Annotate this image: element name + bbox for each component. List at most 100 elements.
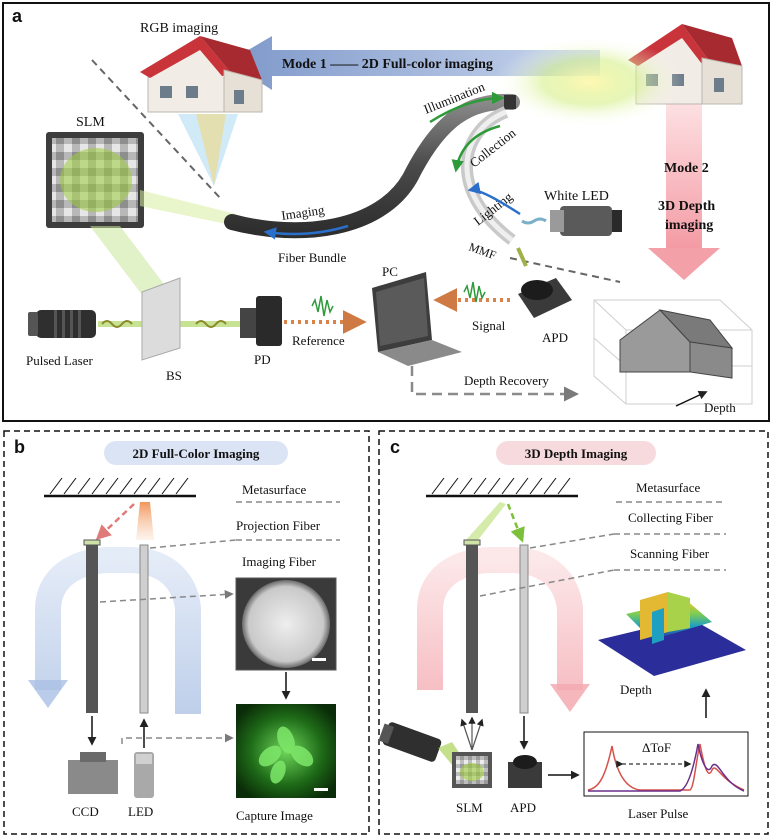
pulsed-laser-label: Pulsed Laser <box>26 353 93 368</box>
mmf-fiber-core <box>464 109 514 242</box>
slm-fan-arrows <box>460 716 484 751</box>
depth-axis-label: Depth <box>704 400 736 415</box>
capture-image-label: Capture Image <box>236 808 313 823</box>
collecting-fiber-leader <box>529 533 615 549</box>
scanning-fiber-c <box>466 545 478 713</box>
pd-device <box>240 296 282 346</box>
led-label: LED <box>128 804 153 819</box>
metasurface-b-label: Metasurface <box>242 482 306 497</box>
scanning-fiber-label: Scanning Fiber <box>630 546 710 561</box>
metasurface-tip-b <box>83 539 101 546</box>
slm-to-bs-beam <box>90 226 176 300</box>
scale-bar-1 <box>312 658 326 661</box>
slm-label: SLM <box>76 115 105 130</box>
slm-device-c <box>452 752 492 788</box>
signal-label: Signal <box>472 318 506 333</box>
panel-c-title-pill <box>496 441 656 465</box>
bs-label: BS <box>166 368 182 383</box>
scanning-fiber-leader <box>479 569 615 597</box>
blue-u-arrowhead <box>28 680 68 708</box>
laser-wave-1 <box>101 320 133 328</box>
green-collect-beam <box>506 503 525 543</box>
white-led-device <box>550 206 622 236</box>
fiber-face-disc <box>242 580 330 668</box>
mode2-label-2: 3D Depth <box>658 199 715 214</box>
depth-map-label: Depth <box>620 682 652 697</box>
imaging-fiber-label: Imaging Fiber <box>242 554 317 569</box>
dashed-guide-left <box>91 59 223 201</box>
pink-u-arrow <box>417 547 583 690</box>
metasurface-c-label: Metasurface <box>636 480 700 495</box>
metasurface-b-hatch <box>49 477 189 495</box>
fiber-bundle-tip <box>504 95 516 109</box>
fiber-bundle <box>224 93 520 239</box>
pulsed-laser-device <box>28 310 96 338</box>
slm-to-bundle-beam <box>140 190 236 226</box>
illumination-glow <box>495 37 685 127</box>
lighting-arrow <box>467 181 521 216</box>
metasurface-c-hatch <box>431 477 571 495</box>
pulse-signal-curve <box>588 743 745 792</box>
depth-recovery-arrow <box>410 366 579 402</box>
apd-label: APD <box>542 330 568 345</box>
imaging-fiber-arrow <box>99 589 234 603</box>
panel-c-letter: c <box>390 437 400 457</box>
illumination-arrow <box>429 91 505 124</box>
blue-u-arrow <box>35 547 201 714</box>
slm-c-label: SLM <box>456 800 483 815</box>
apd-device-c <box>508 755 542 788</box>
orange-projection-beam <box>136 502 154 540</box>
imaging-fiber-b <box>86 545 98 713</box>
led-light-wave <box>521 217 547 225</box>
laser-pulse-label: Laser Pulse <box>628 806 689 821</box>
delta-tof-label: ΔToF <box>642 740 671 755</box>
green-scan-beam <box>466 502 506 540</box>
laser-wave-2 <box>195 320 227 328</box>
ccd-label: CCD <box>72 804 99 819</box>
led-device <box>134 752 154 798</box>
reference-pulse-icon <box>311 295 334 317</box>
capture-image-leaves <box>258 726 314 784</box>
ccd-to-capture-arrow <box>121 733 234 744</box>
scale-bar-2 <box>314 788 328 791</box>
rgb-house <box>140 36 263 113</box>
pc-label: PC <box>382 264 398 279</box>
rgb-light-cone-inner <box>196 114 226 186</box>
beam-splitter <box>141 277 181 361</box>
depth-axis-arrow <box>675 390 708 407</box>
depth-recovery-label: Depth Recovery <box>464 373 549 388</box>
metasurface-tip-c <box>463 539 481 546</box>
collecting-fiber-c <box>519 544 529 714</box>
signal-pulse-icon <box>463 281 486 303</box>
mode1-arrow <box>228 36 600 90</box>
ccd-device <box>68 752 118 794</box>
pc-laptop <box>372 272 462 366</box>
projection-fiber-leader <box>149 539 237 549</box>
pd-label: PD <box>254 352 271 367</box>
collection-arrow <box>451 124 501 173</box>
pink-u-arrowhead <box>550 684 590 712</box>
projection-fiber-b <box>139 544 149 714</box>
dashed-guide-right <box>509 257 621 283</box>
reference-label: Reference <box>292 333 345 348</box>
red-return-beam <box>95 503 135 541</box>
rgb-imaging-label: RGB imaging <box>140 21 218 36</box>
depth-map-3d <box>598 592 746 676</box>
panel-b-title: 2D Full-Color Imaging <box>133 446 260 461</box>
mode2-label-1: Mode 2 <box>664 161 709 176</box>
mode1-label: Mode 1 —— 2D Full-color imaging <box>282 57 493 72</box>
panel-b-letter: b <box>14 437 25 457</box>
panel-a-letter: a <box>12 6 23 26</box>
apd-c-label: APD <box>510 800 536 815</box>
panel-b-title-pill <box>104 441 288 465</box>
white-led-label: White LED <box>544 189 609 204</box>
slm-device <box>46 132 144 228</box>
mmf-to-apd-beam <box>516 247 528 267</box>
collecting-fiber-label: Collecting Fiber <box>628 510 714 525</box>
laser-device-c <box>378 722 442 762</box>
mode2-label-3: imaging <box>665 218 713 233</box>
projection-fiber-label: Projection Fiber <box>236 518 321 533</box>
mode2-arrow <box>648 100 720 280</box>
